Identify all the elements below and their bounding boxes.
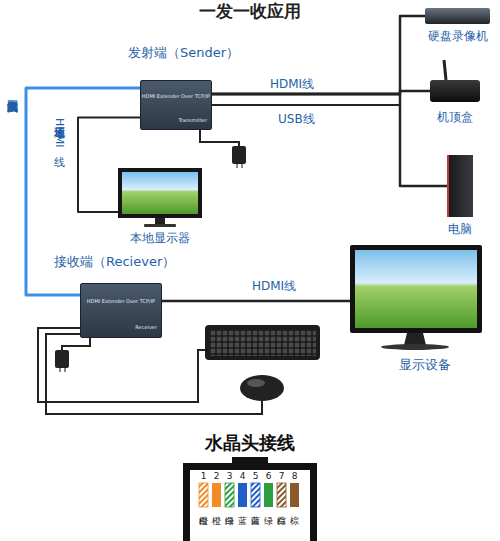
power-adapter — [232, 146, 246, 164]
cable-line — [212, 16, 425, 94]
pin-number: 1 — [197, 471, 210, 481]
receiver-box: 接收端（Reciever）HDMI Extender Over TCP/IPRe… — [80, 283, 162, 338]
cable-line — [162, 300, 350, 303]
panel-text: HDMI Extender Over TCP/IP — [81, 299, 161, 305]
device-label: 硬盘录像机 — [420, 30, 495, 44]
device-label: 机顶盒 — [420, 111, 490, 125]
mouse-highlight — [247, 379, 265, 387]
mouse-wire — [46, 334, 262, 414]
device-heading: 发射端（Sender） — [128, 46, 258, 61]
adapter-pin — [64, 368, 66, 372]
stand-neck — [155, 218, 165, 224]
cable-line — [212, 16, 425, 105]
wire-pin — [225, 483, 234, 507]
device-label: 显示设备 — [375, 358, 475, 373]
section-heading: 水晶头接线 — [163, 433, 337, 454]
set-top-antenna — [444, 60, 446, 80]
panel-text: Receiver — [81, 325, 157, 331]
settop-device: 机顶盒 — [430, 80, 480, 102]
mouse — [240, 375, 284, 401]
monitor-stand — [144, 218, 176, 227]
pin-number: 7 — [275, 471, 288, 481]
adapter-pin — [236, 164, 238, 168]
keyboard-wire — [38, 328, 205, 402]
pin-number: 4 — [236, 471, 249, 481]
cable-label: 本地环通HDMI线 — [52, 118, 65, 147]
plug-inner — [190, 470, 310, 541]
wire-pin — [251, 483, 260, 507]
stand-base — [381, 344, 449, 350]
cable-label: HDMI线 — [252, 280, 296, 294]
pin-number: 3 — [223, 471, 236, 481]
local-monitor: 本地显示器 — [118, 168, 202, 218]
wire-pin — [199, 483, 208, 507]
power-wire — [62, 338, 90, 350]
antenna — [444, 60, 446, 80]
pin-number: 5 — [249, 471, 262, 481]
wire-pin — [277, 483, 286, 507]
wire-pin — [238, 483, 247, 507]
power-adapters — [55, 146, 246, 372]
cable-label: HDMI线 — [270, 78, 314, 92]
wire-pin — [264, 483, 273, 507]
mouse-body — [240, 375, 284, 401]
transmitter-box: 发射端（Sender）HDMI Extender Over TCP/IPTran… — [140, 80, 212, 130]
pc-tower: 电脑 — [447, 155, 473, 217]
stand-neck — [404, 333, 426, 345]
device-label: 本地显示器 — [108, 232, 212, 246]
peripheral-wires — [38, 130, 262, 414]
pin-number: 2 — [210, 471, 223, 481]
display-stand — [381, 333, 449, 350]
panel-text: HDMI Extender Over TCP/IP — [141, 94, 211, 100]
cable-line — [212, 105, 447, 186]
stand-base — [144, 224, 176, 227]
pin-number: 6 — [262, 471, 275, 481]
wire-pin — [212, 483, 221, 507]
adapter-pin — [241, 164, 243, 168]
power-adapter — [55, 350, 69, 368]
device-heading: 接收端（Reciever） — [54, 255, 194, 270]
cable-line — [212, 94, 447, 186]
adapter-pin — [59, 368, 61, 372]
dvr-device: 硬盘录像机 — [425, 8, 490, 24]
diagram-title: 一发一收应用 — [0, 2, 500, 22]
power-wire — [200, 130, 239, 146]
device-label: 电脑 — [425, 223, 495, 237]
keyboard — [205, 325, 320, 360]
cable-line — [212, 91, 430, 105]
keyboard-keys — [209, 330, 316, 356]
panel-text: Transmitter — [141, 118, 207, 124]
display-device: 显示设备 — [350, 245, 482, 333]
cable-label: USB线 — [278, 113, 315, 127]
keyboard-body — [205, 325, 320, 360]
pin-number: 8 — [288, 471, 301, 481]
wire-pin — [290, 483, 299, 507]
